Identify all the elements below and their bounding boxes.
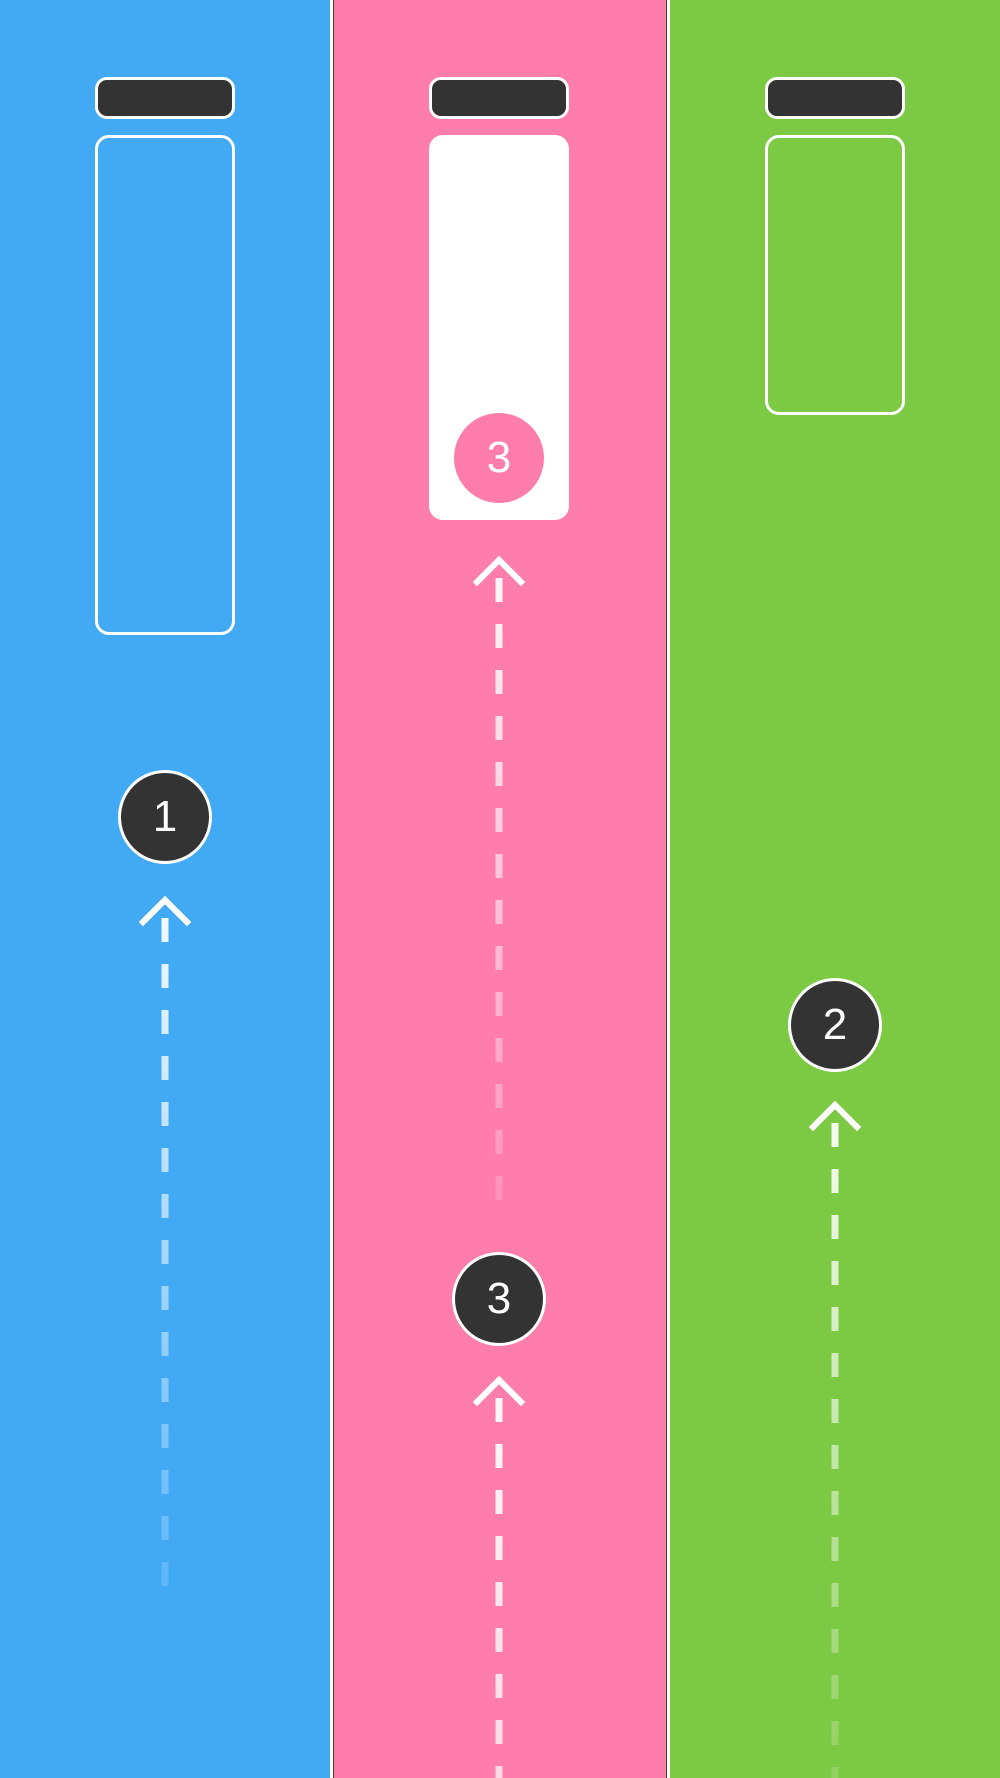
ball-number: 1	[152, 792, 178, 841]
arrow-up-icon	[138, 895, 192, 927]
tube-outline	[765, 135, 905, 415]
tube-ball: 3	[454, 413, 544, 503]
ball-number: 2	[822, 1000, 848, 1049]
number-ball[interactable]: 1	[118, 770, 212, 864]
trajectory-dashes	[138, 895, 192, 1590]
tube-cap	[765, 77, 905, 119]
tube-ball-number: 3	[486, 433, 512, 482]
arrow-up-icon	[472, 555, 526, 587]
lane-blue[interactable]: 1	[0, 0, 330, 1778]
arrow-up-icon	[808, 1100, 862, 1132]
lane-divider	[667, 0, 670, 1778]
lane-divider	[330, 0, 333, 1778]
number-ball[interactable]: 3	[452, 1252, 546, 1346]
tube-cap	[429, 77, 569, 119]
tube-filled: 3	[429, 135, 569, 520]
trajectory-dashes	[472, 555, 526, 1778]
tube-cap	[95, 77, 235, 119]
trajectory-dashes	[808, 1100, 862, 1778]
tube-outline	[95, 135, 235, 635]
number-ball[interactable]: 2	[788, 978, 882, 1072]
lane-pink[interactable]: 3 3	[334, 0, 666, 1778]
lane-green[interactable]: 2	[670, 0, 1000, 1778]
arrow-up-icon	[472, 1375, 526, 1407]
ball-number: 3	[486, 1274, 512, 1323]
